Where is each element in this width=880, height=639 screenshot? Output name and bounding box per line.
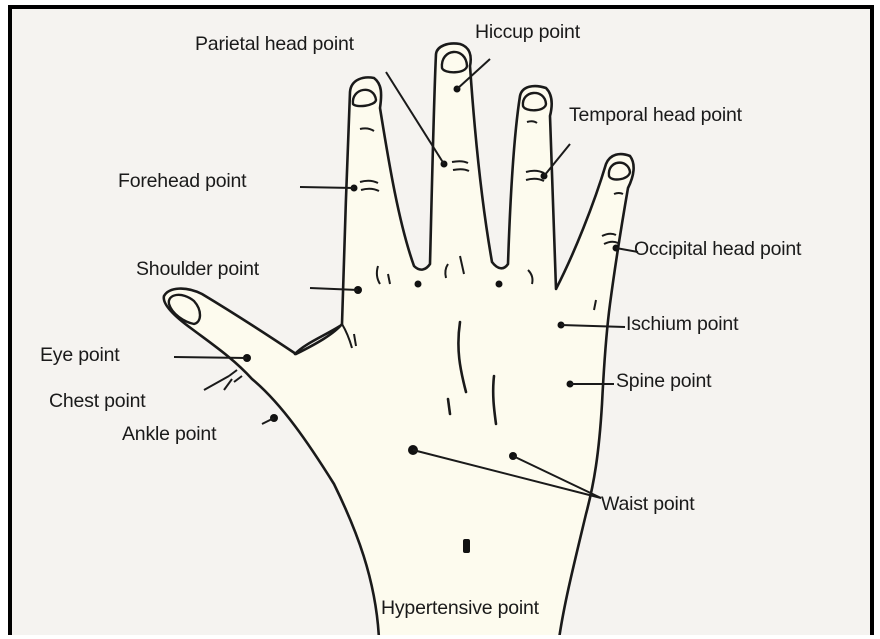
label-shoulder-point: Shoulder point [136, 260, 259, 280]
hand-outline [164, 43, 634, 635]
label-spine-point: Spine point [616, 372, 711, 392]
label-hiccup-point: Hiccup point [475, 23, 580, 43]
label-chest-point: Chest point [49, 392, 145, 412]
label-eye-point: Eye point [40, 346, 120, 366]
label-occipital-head-point: Occipital head point [634, 240, 801, 260]
label-ankle-point: Ankle point [122, 425, 216, 445]
hand-illustration [12, 9, 874, 635]
paper-frame: Hiccup point Parietal head point Tempora… [8, 5, 874, 635]
label-waist-point: Waist point [601, 495, 695, 515]
label-temporal-head-point: Temporal head point [569, 106, 742, 126]
label-hypertensive-point: Hypertensive point [381, 599, 539, 619]
label-forehead-point: Forehead point [118, 172, 246, 192]
label-ischium-point: Ischium point [626, 315, 738, 335]
label-parietal-head-point: Parietal head point [195, 35, 354, 55]
